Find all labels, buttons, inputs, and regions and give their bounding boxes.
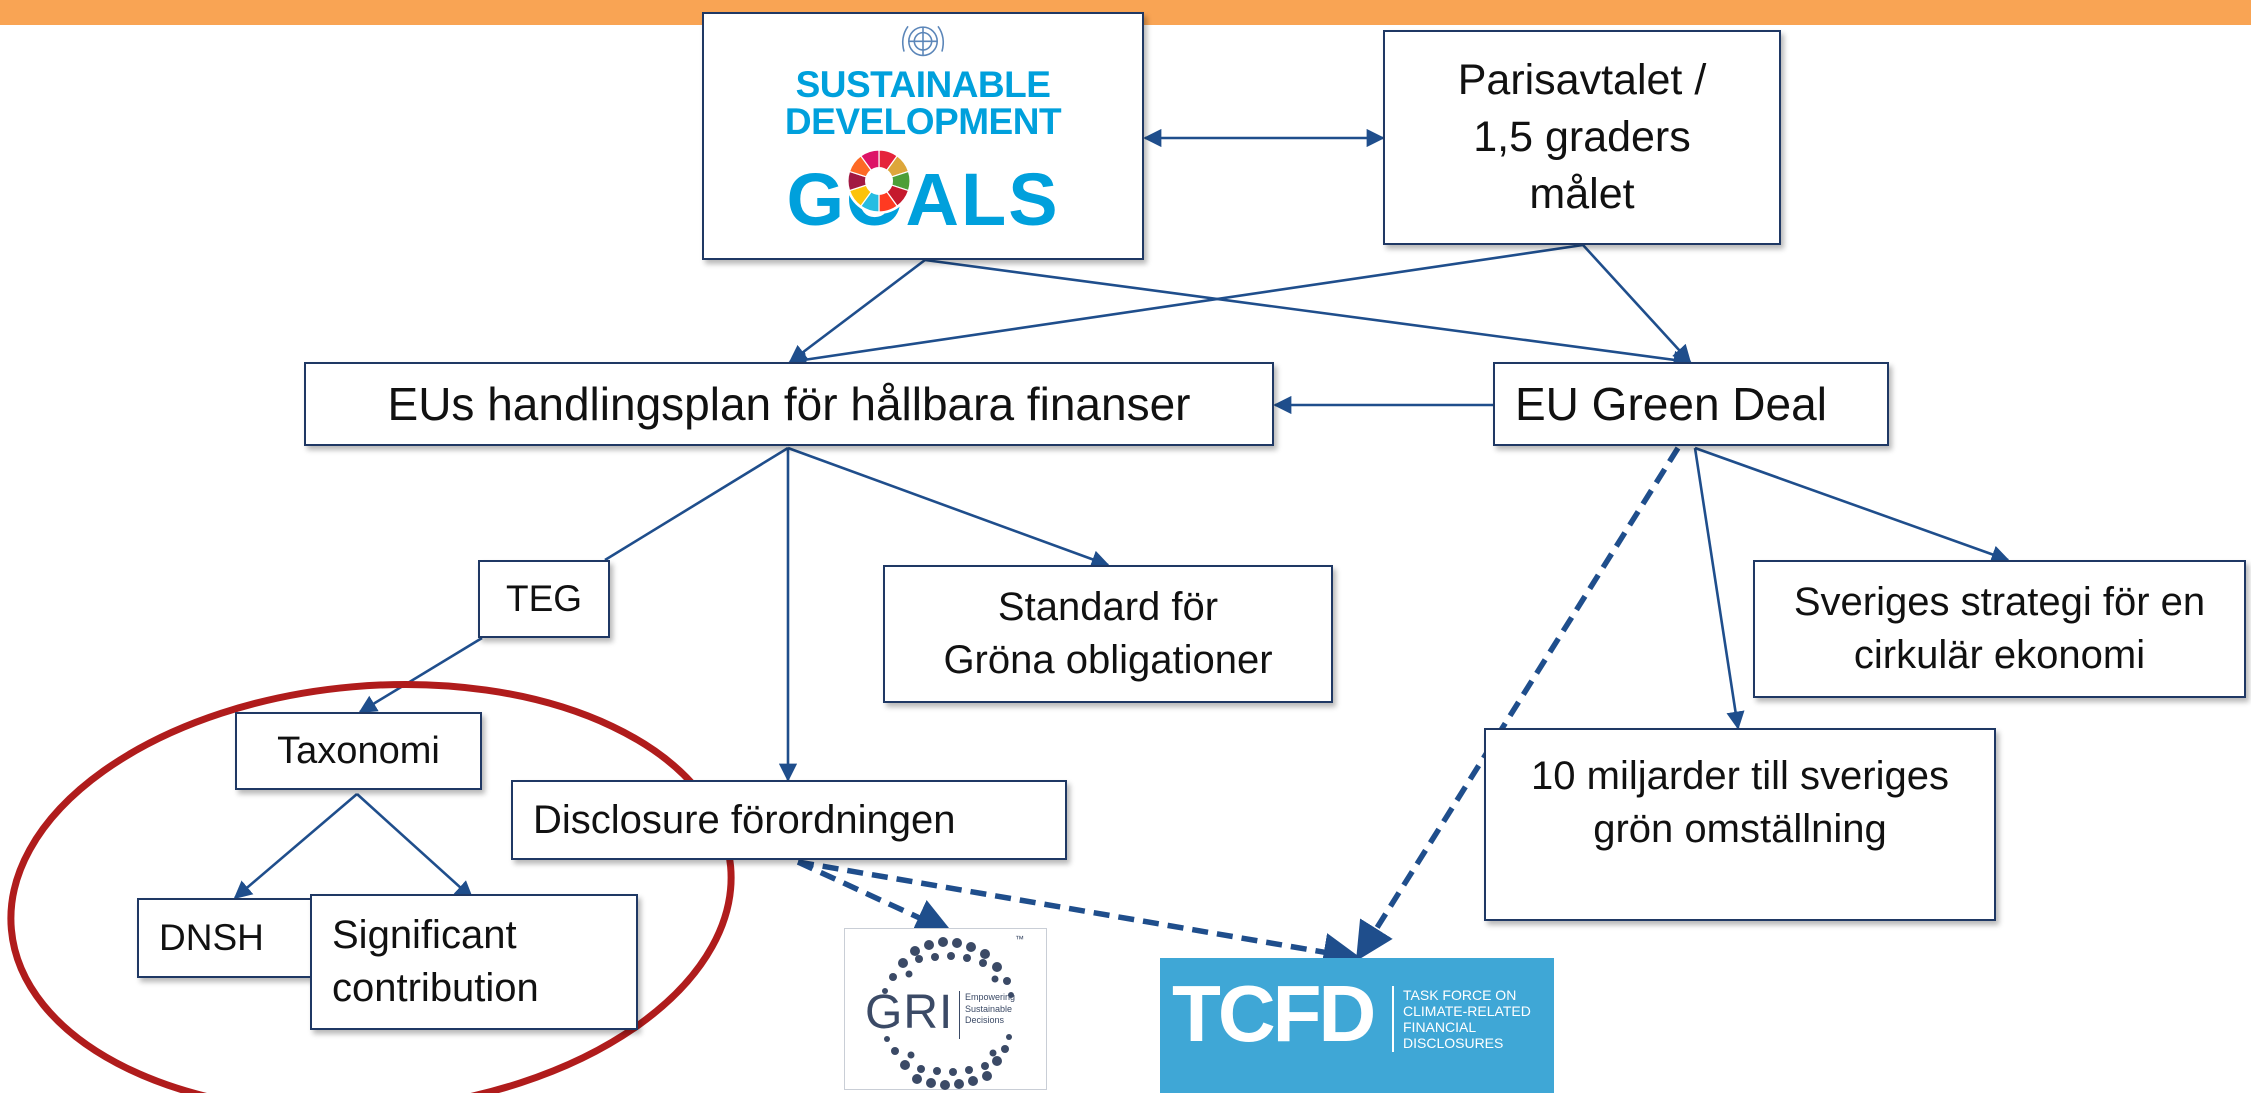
tcfd-divider	[1392, 986, 1394, 1052]
arrow-eu-plan-standard	[787, 446, 1110, 568]
sdg-color-wheel-icon	[846, 147, 913, 214]
sdg-goals-row: GOALS	[786, 142, 1059, 258]
tcfd-line4: DISCLOSURES	[1403, 1035, 1504, 1051]
arrow-green-deal-ten-billion	[1693, 447, 1745, 730]
gri-tagline: Empowering Sustainable Decisions	[965, 992, 1016, 1026]
node-dnsh: DNSH	[137, 898, 317, 978]
gri-name: GRI	[865, 986, 954, 1039]
un-emblem-icon	[901, 25, 945, 57]
arrow-teg-taxonomi	[358, 636, 483, 714]
arrow-taxonomi-dnsh	[233, 793, 358, 900]
sdg-title-line1: SUSTAINABLE	[795, 63, 1051, 105]
sdg-title-line2: DEVELOPMENT	[784, 100, 1062, 142]
node-taxonomi: Taxonomi	[235, 712, 482, 790]
dashed-arrow-disclosure-tcfd	[797, 859, 1362, 972]
tcfd-line2: CLIMATE-RELATED	[1403, 1003, 1531, 1019]
tcfd-name: TCFD	[1172, 969, 1376, 1058]
node-strategy: Sveriges strategi för en cirkulär ekonom…	[1753, 560, 2246, 698]
dashed-arrow-green-deal-tcfd	[1355, 446, 1681, 962]
node-standard: Standard för Gröna obligationer	[883, 565, 1333, 703]
arrow-green-deal-strategy	[1694, 446, 2010, 564]
node-disclosure: Disclosure förordningen	[511, 780, 1067, 860]
node-teg: TEG	[478, 560, 610, 638]
arrow-sdg-eu-plan	[788, 258, 926, 364]
dashed-arrow-disclosure-gri	[796, 859, 954, 935]
node-eu-plan: EUs handlingsplan för hållbara finanser	[304, 362, 1274, 446]
sdg-logo-box: SUSTAINABLE DEVELOPMENT GOALS	[702, 12, 1144, 260]
tcfd-logo: TCFD TASK FORCE ON CLIMATE-RELATED FINAN…	[1160, 958, 1554, 1093]
gri-logo: GRI Empowering Sustainable Decisions ™	[844, 928, 1047, 1090]
tcfd-line3: FINANCIAL	[1403, 1019, 1477, 1035]
arrow-paris-green-deal	[1582, 244, 1692, 364]
node-paris: Parisavtalet / 1,5 graders målet	[1383, 30, 1781, 245]
arrow-sdg-green-deal	[924, 258, 1692, 369]
node-significant: Significant contribution	[310, 894, 638, 1030]
line-eu-plan-teg	[604, 446, 789, 562]
arrow-taxonomi-significant	[356, 793, 474, 900]
tcfd-line1: TASK FORCE ON	[1403, 987, 1517, 1003]
node-ten-billion: 10 miljarder till sveriges grön omställn…	[1484, 728, 1996, 921]
highlight-ellipse	[7, 680, 735, 1093]
gri-trademark: ™	[1015, 934, 1024, 944]
gri-globe-icon	[882, 937, 1014, 1090]
sdg-title-line3: GOALS	[786, 157, 1060, 241]
gri-divider	[959, 991, 960, 1039]
node-green-deal: EU Green Deal	[1493, 362, 1889, 446]
arrow-paris-eu-plan	[788, 243, 1584, 369]
